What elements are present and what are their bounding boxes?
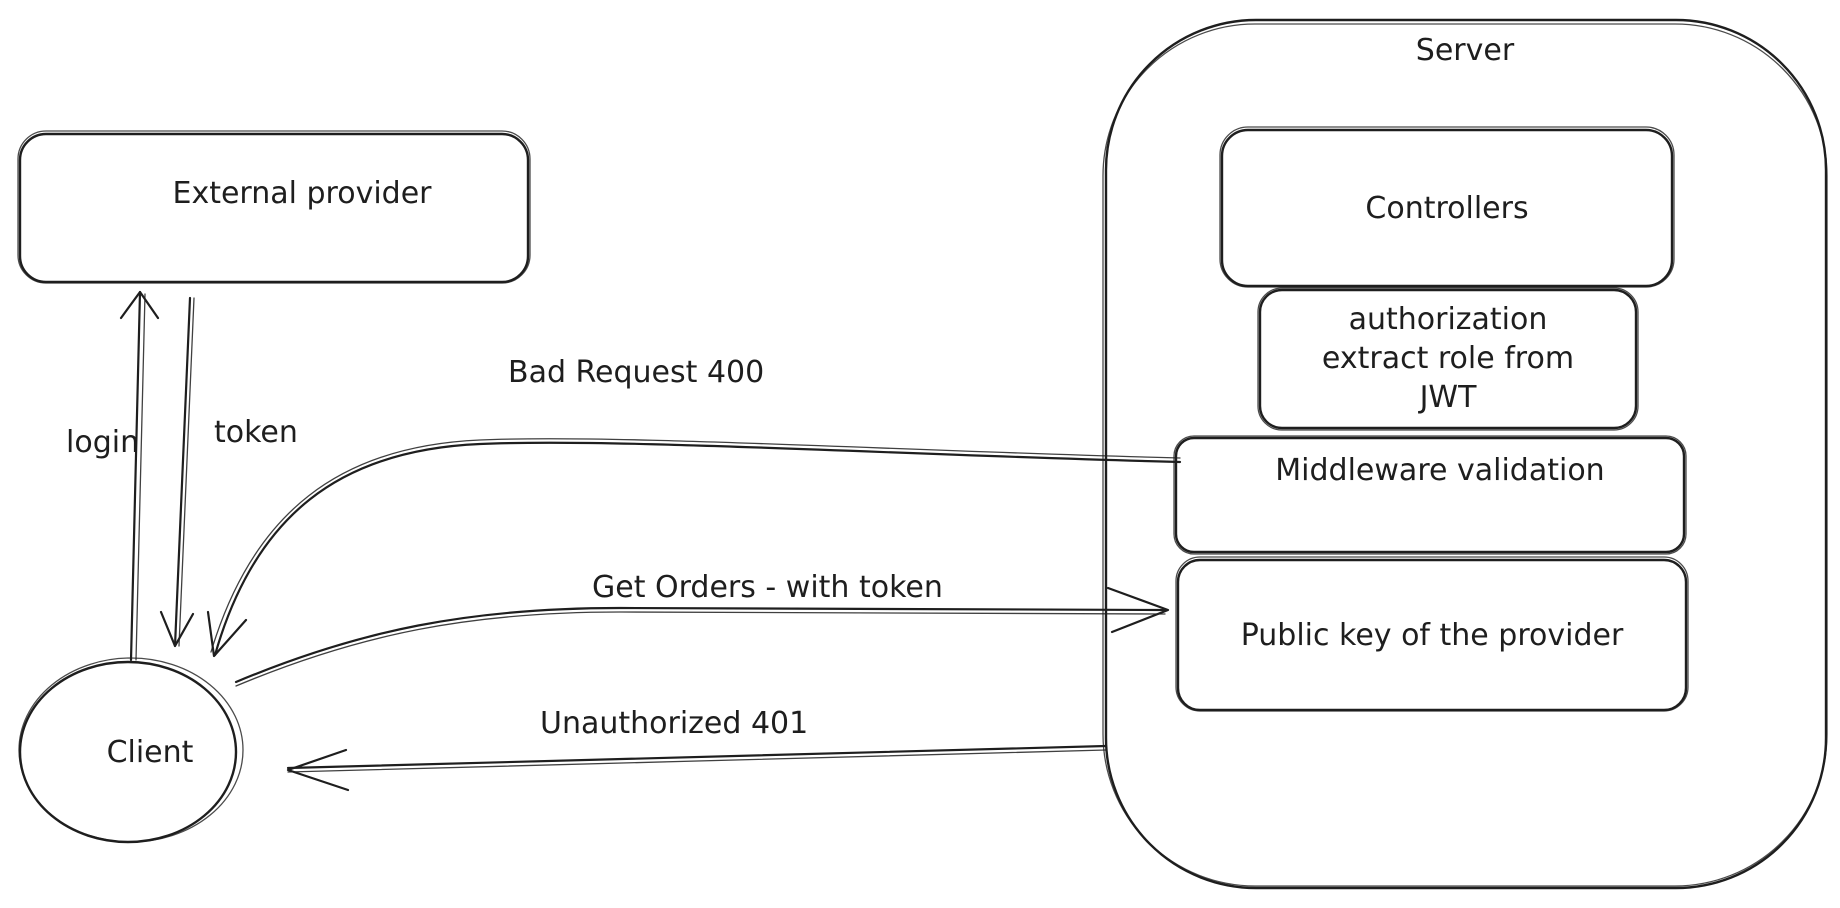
- token-label: token: [214, 415, 298, 450]
- client-node: Client: [18, 657, 244, 844]
- bad-request-arrow: Bad Request 400: [206, 355, 1182, 658]
- external-provider-label: External provider: [173, 176, 433, 211]
- token-arrow: token: [159, 296, 298, 648]
- controllers-label: Controllers: [1365, 191, 1528, 226]
- get-orders-arrow: Get Orders - with token: [234, 570, 1170, 687]
- server-node: Server: [1102, 18, 1828, 890]
- login-arrow: login: [66, 290, 160, 662]
- bad-request-label: Bad Request 400: [508, 355, 764, 390]
- authorization-label-line1: authorization: [1349, 302, 1548, 337]
- external-provider-node: External provider: [17, 130, 531, 284]
- middleware-label: Middleware validation: [1275, 453, 1604, 488]
- login-label: login: [66, 425, 139, 460]
- authorization-label-line3: JWT: [1418, 380, 1478, 415]
- get-orders-label: Get Orders - with token: [592, 570, 943, 605]
- server-label: Server: [1416, 33, 1515, 68]
- client-label: Client: [107, 735, 194, 770]
- unauthorized-arrow: Unauthorized 401: [286, 706, 1108, 792]
- public-key-label: Public key of the provider: [1241, 618, 1624, 653]
- authorization-label-line2: extract role from: [1322, 341, 1574, 376]
- unauthorized-label: Unauthorized 401: [540, 706, 808, 741]
- controllers-node: Controllers: [1219, 126, 1675, 288]
- authorization-node: authorization extract role from JWT: [1257, 287, 1639, 431]
- public-key-node: Public key of the provider: [1175, 556, 1689, 712]
- middleware-node: Middleware validation: [1173, 435, 1687, 555]
